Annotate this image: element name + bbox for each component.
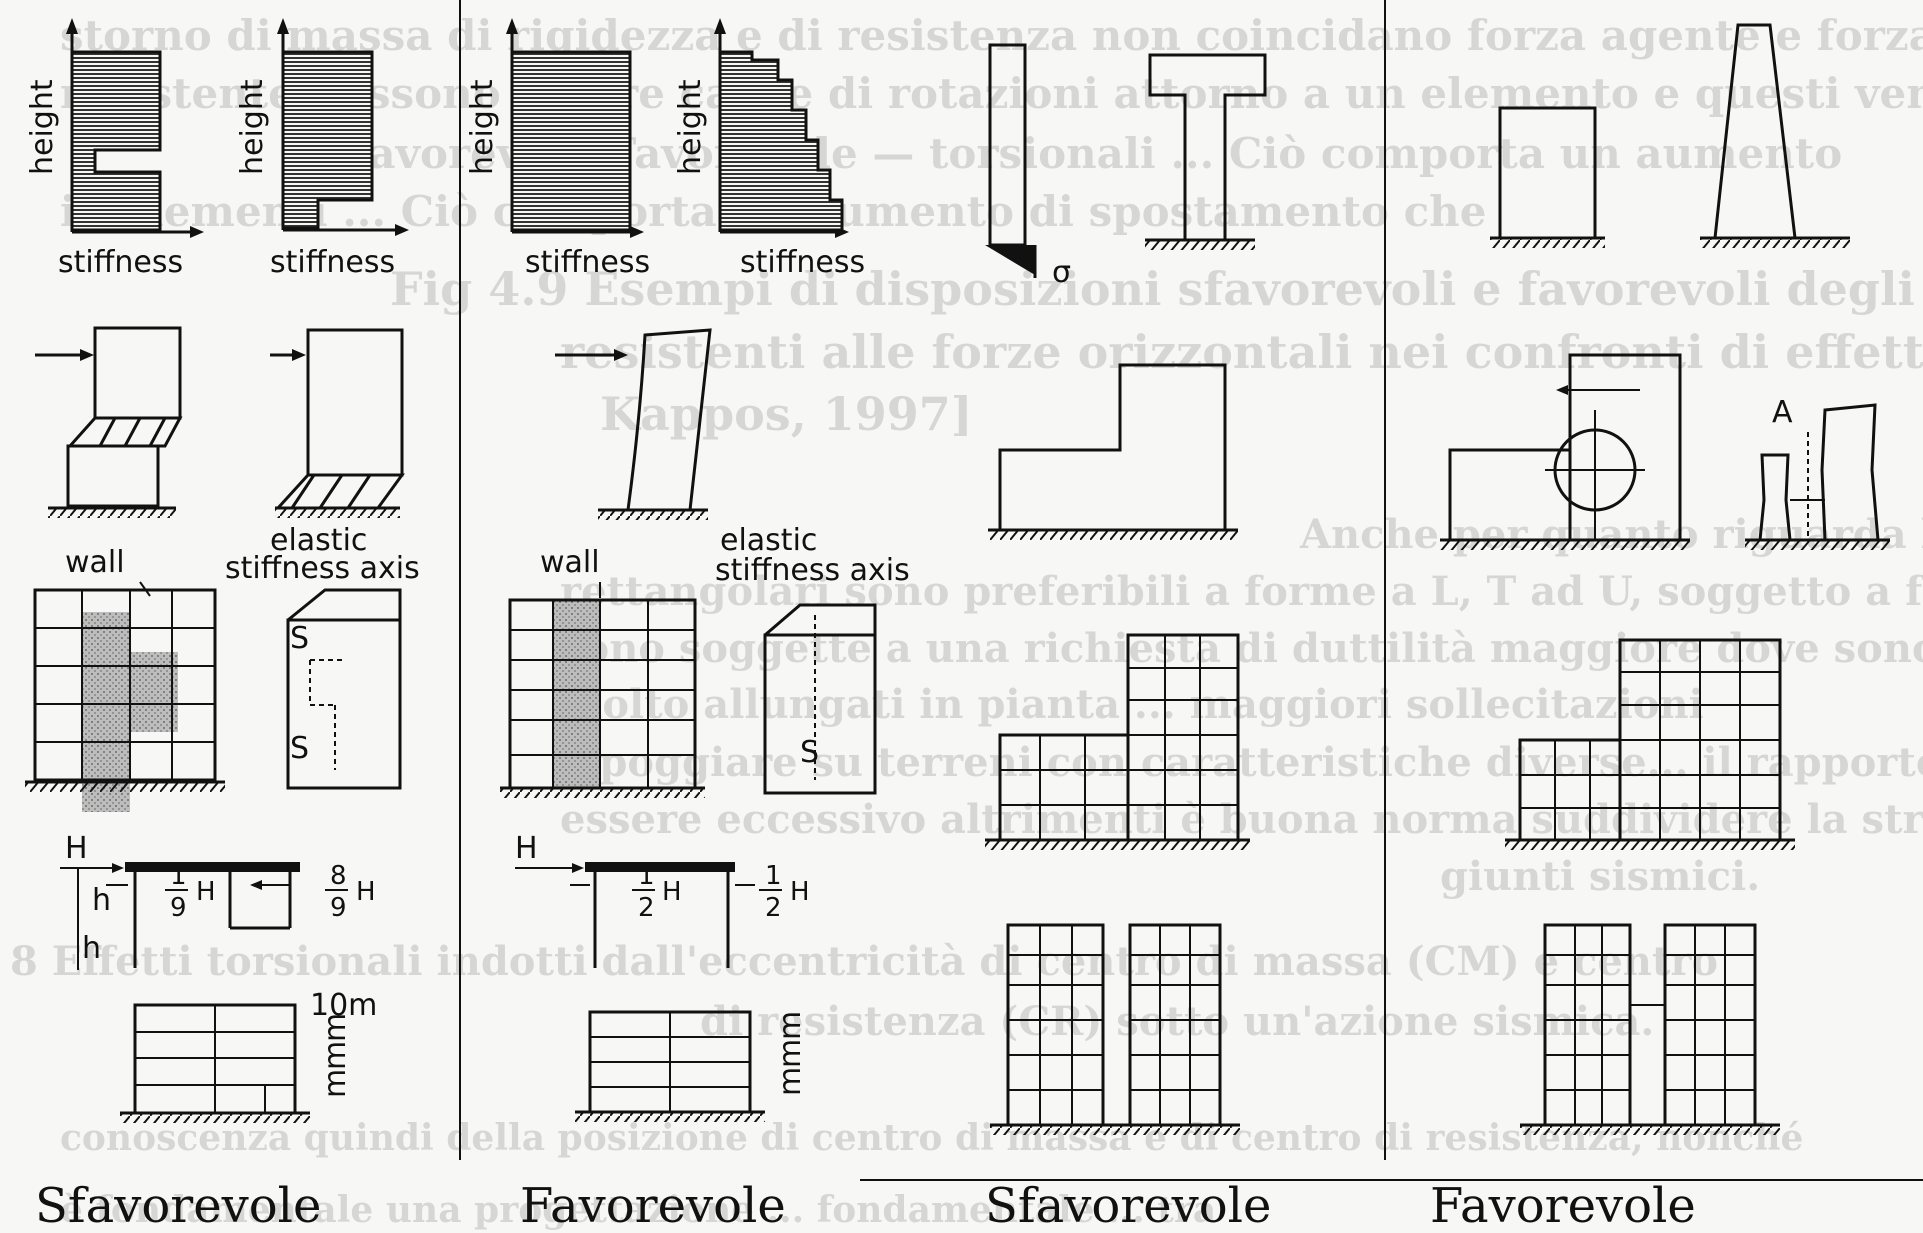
bg-para-10: conoscenza quindi della posizione di cen… (60, 1117, 1803, 1159)
label-m-2: m (318, 1041, 353, 1070)
caption-favorable-1: Favorevole (520, 1178, 786, 1233)
label-h-big: H (65, 831, 88, 866)
frac-1-2-num-a: 1 (638, 861, 655, 891)
l-shaped-elevation (988, 365, 1238, 540)
label-sigma: σ (1052, 255, 1071, 290)
bg-fig-title-2: resistenti alle forze orizzontali nei co… (560, 325, 1923, 379)
bg-para-8: 8 Effetti torsionali indotti dall'eccent… (10, 938, 1718, 985)
label-m-4: m (773, 1011, 808, 1040)
label-stiffness-axis-2: stiffness axis (715, 553, 910, 588)
bg-fig-title-3: Kappos, 1997] (600, 387, 973, 441)
axis-label-height-4: height (673, 79, 708, 175)
axis-label-stiffness-1: stiffness (58, 245, 183, 280)
frame-regular-favorable: m m m (575, 1011, 808, 1122)
bg-para-1: Anche per quanto riguarda le scelte, si … (1299, 511, 1923, 558)
wall-grid-unfavorable: wall (25, 545, 225, 812)
label-s-top: S (290, 621, 309, 656)
frac-1-9-h: H (196, 877, 216, 907)
axis-label-stiffness-2: stiffness (270, 245, 395, 280)
frac-1-2-h-b: H (790, 877, 810, 907)
caption-unfavorable-2: Sfavorevole (985, 1178, 1271, 1233)
frame-10m-unfavorable: 10m m m m (120, 988, 377, 1123)
bg-para-7: giunti sismici. (1440, 853, 1760, 900)
caption-unfavorable-1: Sfavorevole (35, 1178, 321, 1233)
axis-label-height-1: height (25, 79, 60, 175)
axis-label-stiffness-4: stiffness (740, 245, 865, 280)
label-h-small-2: h (82, 931, 101, 966)
soft-storey-sketch-2 (270, 330, 402, 518)
frac-1-2-h-a: H (662, 877, 682, 907)
label-m-6: m (773, 1067, 808, 1096)
label-s-bottom: S (290, 731, 309, 766)
caption-favorable-2: Favorevole (1430, 1178, 1696, 1233)
label-s-fav: S (800, 735, 819, 770)
bg-para-4: molto allungati in pianta ... maggiori s… (560, 681, 1704, 728)
frac-8-9-num: 8 (330, 861, 347, 891)
label-h-small-1: h (92, 883, 111, 918)
axis-label-height-3: height (465, 79, 500, 175)
label-m-3: m (318, 1069, 353, 1098)
label-wall-2: wall (540, 545, 600, 580)
label-a: A (1772, 395, 1793, 430)
axis-label-height-2: height (235, 79, 270, 175)
frac-1-2-den-a: 2 (638, 893, 655, 923)
label-h-big-fav: H (515, 831, 538, 866)
soft-storey-sketch-1 (35, 328, 180, 518)
label-m-5: m (773, 1039, 808, 1068)
stiffness-axis-box-unfavorable: elastic stiffness axis S S (225, 523, 420, 788)
axis-label-stiffness-3: stiffness (525, 245, 650, 280)
frac-8-9-den: 9 (330, 893, 347, 923)
bg-para-9: di resistenza (CR) sotto un'azione sismi… (700, 998, 1654, 1045)
label-wall-1: wall (65, 545, 125, 580)
label-m-1: m (318, 1013, 353, 1042)
frac-8-9-h: H (356, 877, 376, 907)
bg-para-6: essere eccessivo altrimenti è buona norm… (560, 796, 1923, 843)
frac-1-9-num: 1 (170, 861, 187, 891)
frac-1-9-den: 9 (170, 893, 187, 923)
frac-1-2-num-b: 1 (765, 861, 782, 891)
label-stiffness-axis-1: stiffness axis (225, 551, 420, 586)
frac-1-2-den-b: 2 (765, 893, 782, 923)
